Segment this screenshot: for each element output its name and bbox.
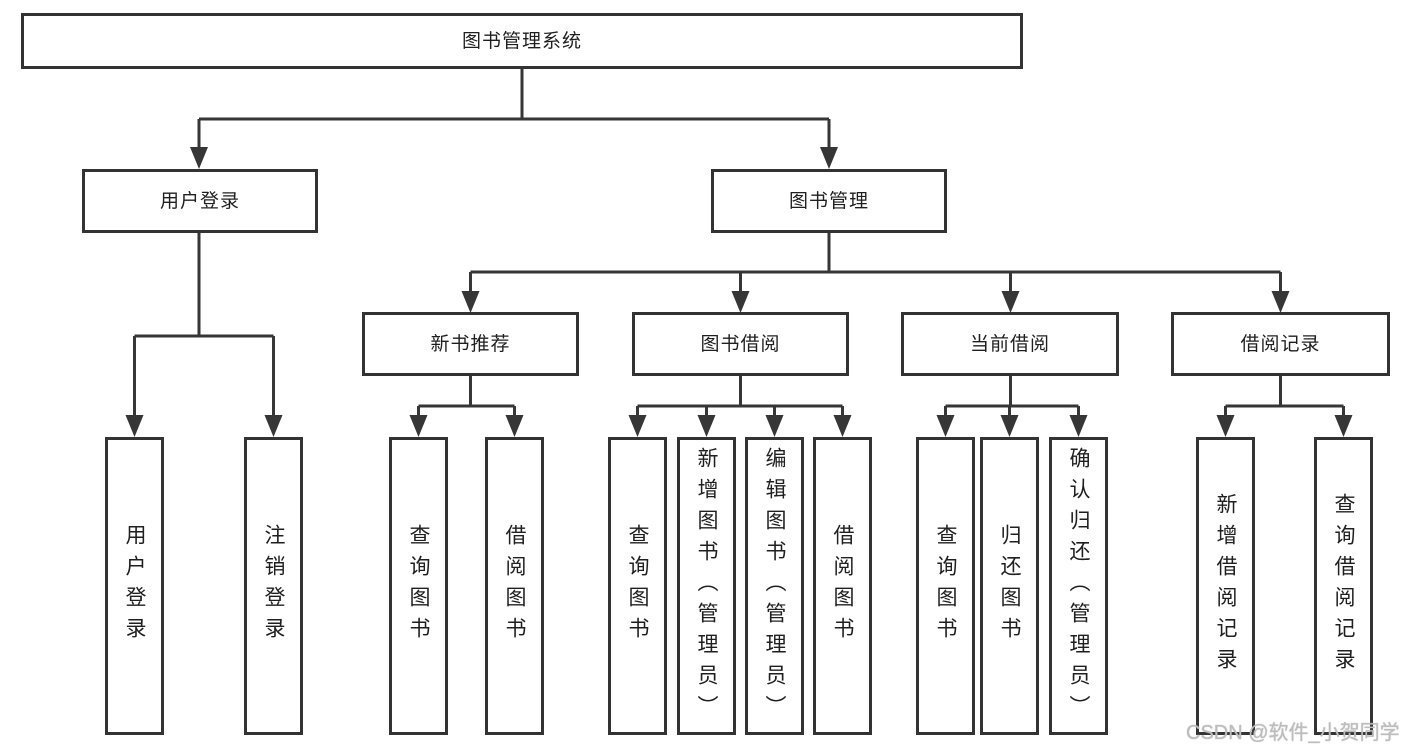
node-leaf-borrow-books: 借阅图书 [813, 437, 872, 735]
csdn-watermark: CSDN @软件_小贺同学 [1186, 722, 1400, 744]
node-leaf-query-books-current: 查询图书 [916, 437, 975, 735]
node-leaf-query-books-rec: 查询图书 [389, 437, 448, 735]
node-leaf-confirm-return-admin: 确认归还（管理员） [1049, 437, 1108, 735]
connector-current-borrow-to-children [944, 376, 1080, 417]
node-book-management: 图书管理 [711, 169, 947, 233]
node-leaf-user-login: 用户登录 [105, 437, 164, 735]
node-new-book-recommendation: 新书推荐 [362, 312, 579, 376]
node-leaf-logout: 注销登录 [244, 437, 303, 735]
node-user-login: 用户登录 [82, 169, 318, 233]
node-root-library-system: 图书管理系统 [21, 13, 1023, 69]
node-leaf-query-books-borrow: 查询图书 [608, 437, 667, 735]
node-leaf-query-borrow-record: 查询借阅记录 [1314, 437, 1373, 735]
node-leaf-add-borrow-record: 新增借阅记录 [1196, 437, 1255, 735]
node-borrowing-records: 借阅记录 [1171, 312, 1390, 376]
node-leaf-return-books: 归还图书 [980, 437, 1039, 735]
connector-new-book-rec-to-children [417, 376, 516, 417]
node-leaf-borrow-books-rec: 借阅图书 [485, 437, 544, 735]
node-leaf-add-books-admin: 新增图书（管理员） [677, 437, 736, 735]
connector-borrow-records-to-children [1224, 376, 1345, 417]
connector-root-to-level2 [197, 68, 831, 150]
connector-user-login-to-children [133, 233, 275, 417]
arrowheads [125, 147, 1353, 437]
node-current-borrowing: 当前借阅 [901, 312, 1119, 376]
node-book-borrowing: 图书借阅 [632, 312, 849, 376]
node-leaf-edit-books-admin: 编辑图书（管理员） [745, 437, 804, 735]
connector-book-borrow-to-children [636, 376, 844, 417]
connector-book-management-to-level3 [469, 233, 1282, 293]
